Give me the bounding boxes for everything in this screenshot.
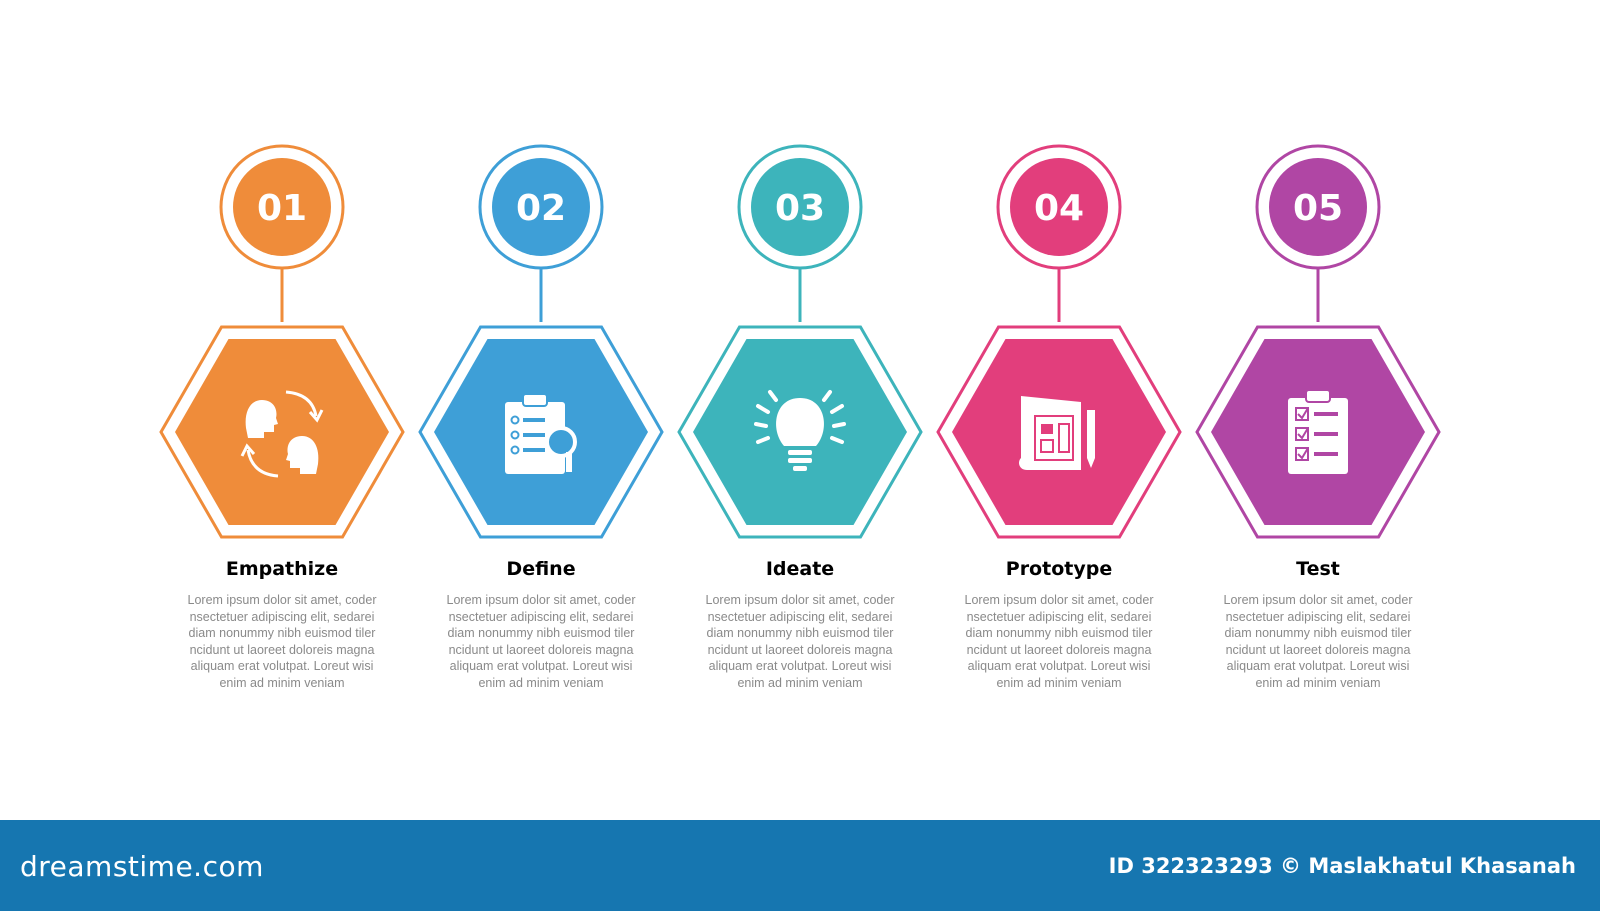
step-number: 04 [1034, 188, 1084, 229]
desc-line: enim ad minim veniam [996, 675, 1122, 690]
number-badge [233, 158, 331, 256]
number-badge-ring [478, 144, 604, 270]
step-description-ideate: Lorem ipsum dolor sit amet, coder nsecte… [695, 592, 905, 691]
hexagon-fill [175, 339, 389, 525]
desc-line: diam nonummy nibh euismod tiler [188, 626, 376, 640]
desc-line: diam nonummy nibh euismod tiler [706, 626, 894, 640]
hexagon-outline [418, 325, 664, 539]
desc-line: ncidunt ut laoreet doloreis magna [189, 642, 375, 657]
desc-line: ncidunt ut laoreet doloreis magna [1225, 642, 1411, 657]
number-badge [492, 158, 590, 256]
desc-line: enim ad minim veniam [478, 675, 604, 690]
number-badge [751, 158, 849, 256]
desc-line: enim ad minim veniam [1255, 675, 1381, 690]
step-prototype: 04 [936, 144, 1182, 539]
desc-line: aliquam erat volutpat. Loreut wisi [190, 659, 374, 673]
image-credit: ID 322323293 © Maslakhatul Khasanah [1108, 854, 1576, 878]
desc-line: diam nonummy nibh euismod tiler [1224, 626, 1412, 640]
desc-line: ncidunt ut laoreet doloreis magna [707, 642, 893, 657]
desc-line: aliquam erat volutpat. Loreut wisi [1226, 659, 1410, 673]
desc-line: ncidunt ut laoreet doloreis magna [448, 642, 634, 657]
number-badge [1010, 158, 1108, 256]
lightbulb-icon [754, 390, 846, 471]
blueprint-icon [1019, 396, 1095, 470]
step-description-prototype: Lorem ipsum dolor sit amet, coder nsecte… [954, 592, 1164, 691]
desc-line: enim ad minim veniam [219, 675, 345, 690]
number-badge-ring [996, 144, 1122, 270]
desc-line: Lorem ipsum dolor sit amet, coder [1223, 593, 1413, 607]
step-description-empathize: Lorem ipsum dolor sit amet, coder nsecte… [177, 592, 387, 691]
desc-line: aliquam erat volutpat. Loreut wisi [967, 659, 1151, 673]
hexagon-outline [1195, 325, 1441, 539]
step-number: 03 [775, 188, 825, 229]
step-define: 02 [418, 144, 664, 539]
step-description-define: Lorem ipsum dolor sit amet, coder nsecte… [436, 592, 646, 691]
desc-line: nsectetuer adipiscing elit, sedarei [189, 609, 375, 624]
step-ideate: 03 [677, 144, 923, 539]
number-badge-ring [1255, 144, 1381, 270]
infographic: 01 02 03 04 05 [159, 144, 1441, 539]
desc-line: Lorem ipsum dolor sit amet, coder [964, 593, 1154, 607]
desc-line: Lorem ipsum dolor sit amet, coder [187, 593, 377, 607]
hexagon-outline [159, 325, 405, 539]
desc-line: aliquam erat volutpat. Loreut wisi [708, 659, 892, 673]
step-number: 01 [257, 188, 307, 229]
number-badge-ring [737, 144, 863, 270]
step-test: 05 [1195, 144, 1441, 539]
hexagon-outline [936, 325, 1182, 539]
step-number: 05 [1293, 188, 1343, 229]
clipboard-search-icon [505, 393, 577, 474]
hexagon-outline [677, 325, 923, 539]
desc-line: ncidunt ut laoreet doloreis magna [966, 642, 1152, 657]
dreamstime-logo: dreamstime.com [20, 850, 264, 883]
desc-line: nsectetuer adipiscing elit, sedarei [448, 609, 634, 624]
desc-line: nsectetuer adipiscing elit, sedarei [966, 609, 1152, 624]
checklist-icon [1288, 389, 1348, 474]
desc-line: aliquam erat volutpat. Loreut wisi [449, 659, 633, 673]
desc-line: diam nonummy nibh euismod tiler [965, 626, 1153, 640]
step-empathize: 01 [159, 144, 405, 539]
footer-bar: dreamstime.com ID 322323293 © Maslakhatu… [0, 820, 1600, 911]
step-title-ideate: Ideate [765, 558, 835, 580]
desc-line: Lorem ipsum dolor sit amet, coder [705, 593, 895, 607]
desc-line: diam nonummy nibh euismod tiler [447, 626, 635, 640]
step-number: 02 [516, 188, 566, 229]
step-title-define: Define [506, 558, 576, 580]
step-title-empathize: Empathize [225, 558, 339, 580]
number-badge-ring [219, 144, 345, 270]
desc-line: enim ad minim veniam [737, 675, 863, 690]
step-title-test: Test [1296, 558, 1340, 580]
step-title-prototype: Prototype [1005, 558, 1113, 580]
user-exchange-icon [240, 390, 324, 478]
process-diagram: 01 02 03 04 05 [159, 144, 1441, 539]
desc-line: nsectetuer adipiscing elit, sedarei [1225, 609, 1411, 624]
desc-line: Lorem ipsum dolor sit amet, coder [446, 593, 636, 607]
number-badge [1269, 158, 1367, 256]
desc-line: nsectetuer adipiscing elit, sedarei [707, 609, 893, 624]
step-description-test: Lorem ipsum dolor sit amet, coder nsecte… [1213, 592, 1423, 691]
